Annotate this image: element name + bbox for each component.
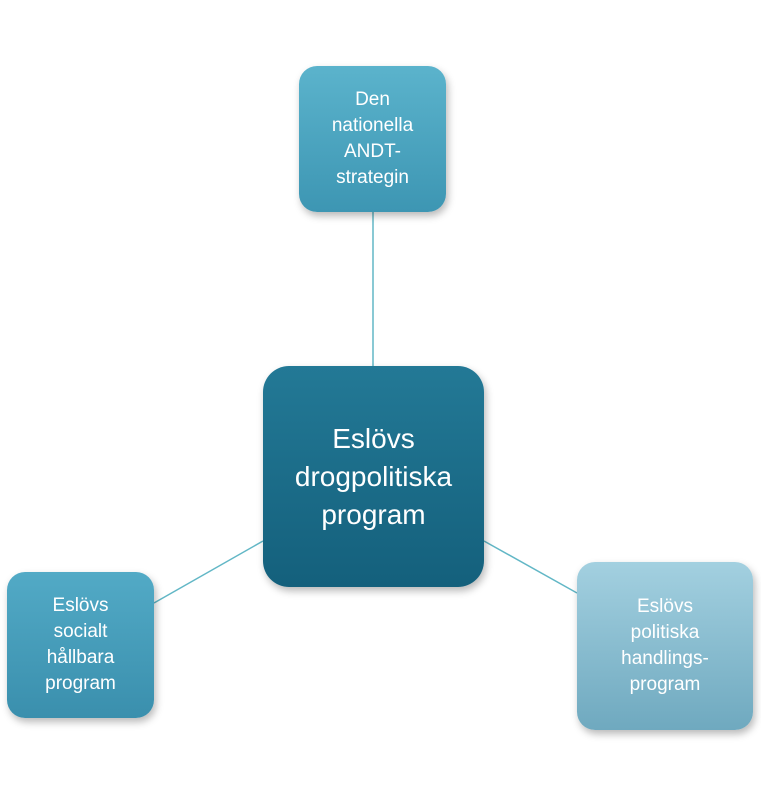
node-right-line: Eslövs: [637, 596, 693, 617]
node-center-line: Eslövs: [332, 422, 415, 454]
node-top-line: strategin: [336, 167, 409, 188]
node-center-line: drogpolitiska: [294, 460, 453, 492]
node-center-label: Eslövs drogpolitiska program: [295, 420, 452, 534]
node-right-line: program: [629, 674, 701, 695]
node-right-label: Eslövs politiska handlings- program: [621, 594, 709, 698]
node-left-line: Eslövs: [52, 595, 109, 616]
node-top-line: ANDT-: [344, 141, 401, 162]
node-left-line: program: [45, 673, 116, 694]
node-center-line: program: [321, 498, 426, 530]
node-right-line: handlings-: [621, 648, 709, 669]
node-right-line: politiska: [630, 622, 700, 643]
node-social-sustainability-program: Eslövs socialt hållbara program: [7, 572, 154, 718]
node-top-label: Den nationella ANDT- strategin: [332, 87, 413, 191]
connector-left: [153, 540, 264, 604]
node-left-line: socialt: [53, 621, 108, 642]
connector-right: [483, 540, 578, 594]
node-national-andt-strategy: Den nationella ANDT- strategin: [299, 66, 446, 212]
node-political-action-program: Eslövs politiska handlings- program: [577, 562, 753, 730]
node-top-line: Den: [355, 89, 390, 110]
node-top-line: nationella: [331, 115, 414, 136]
node-left-label: Eslövs socialt hållbara program: [45, 593, 116, 697]
node-left-line: hållbara: [46, 647, 115, 668]
node-drug-policy-program: Eslövs drogpolitiska program: [263, 366, 484, 587]
